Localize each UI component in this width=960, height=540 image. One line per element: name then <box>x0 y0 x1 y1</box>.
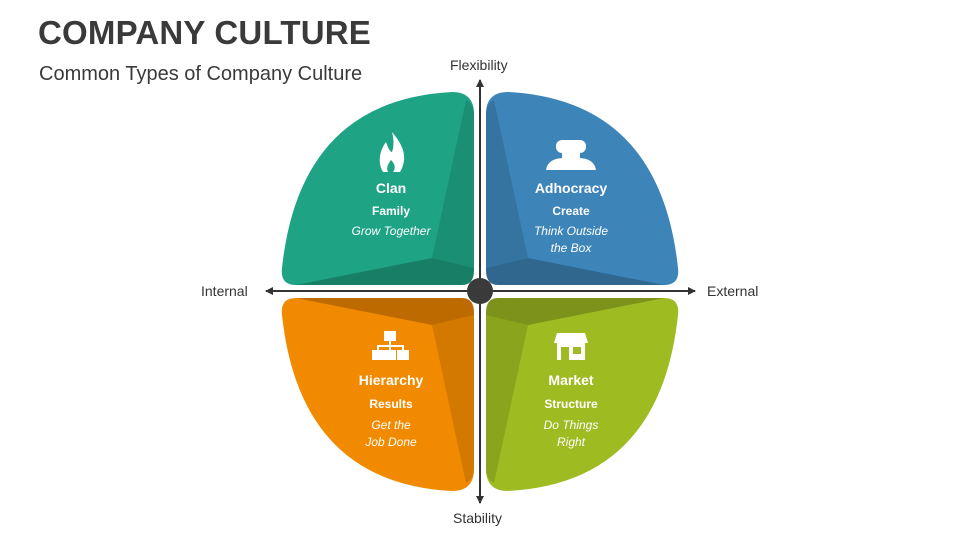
hierarchy-motto-line-2: Job Done <box>364 435 417 449</box>
clan-name: Clan <box>376 180 406 196</box>
clan-motto-line-1: Grow Together <box>352 224 432 238</box>
adhocracy-motto-line-1: Think Outside <box>534 224 608 238</box>
clan-keyword: Family <box>372 204 410 218</box>
quadrant-adhocracy-shape <box>486 92 679 285</box>
quadrant-hierarchy: Hierarchy Results Get the Job Done <box>281 298 474 491</box>
market-motto-line-2: Right <box>557 435 586 449</box>
adhocracy-name: Adhocracy <box>535 180 608 196</box>
adhocracy-keyword: Create <box>552 204 590 218</box>
org-chart-icon <box>372 331 409 360</box>
idea-icon <box>546 140 596 170</box>
page-title: COMPANY CULTURE <box>38 14 371 51</box>
axis-label-external: External <box>707 283 759 299</box>
axis-label-stability: Stability <box>453 510 503 526</box>
hierarchy-name: Hierarchy <box>359 372 424 388</box>
hierarchy-motto-line-1: Get the <box>371 418 411 432</box>
hierarchy-keyword: Results <box>369 397 413 411</box>
axis-label-flexibility: Flexibility <box>450 57 508 73</box>
flame-icon <box>379 132 405 172</box>
market-name: Market <box>548 372 593 388</box>
store-icon <box>554 333 588 360</box>
quadrant-clan: Clan Family Grow Together <box>281 92 474 285</box>
market-motto-line-1: Do Things <box>544 418 599 432</box>
quadrant-adhocracy: Adhocracy Create Think Outside the Box <box>486 92 679 285</box>
page-subtitle: Common Types of Company Culture <box>39 63 363 85</box>
axis-label-internal: Internal <box>201 283 248 299</box>
quadrant-hierarchy-shape <box>281 298 474 491</box>
adhocracy-motto-line-2: the Box <box>551 241 593 255</box>
market-keyword: Structure <box>544 397 598 411</box>
quadrant-market-shape <box>486 298 679 491</box>
quadrant-clan-shape <box>281 92 474 285</box>
quadrant-market: Market Structure Do Things Right <box>486 298 679 491</box>
axis-center-dot <box>467 278 493 304</box>
